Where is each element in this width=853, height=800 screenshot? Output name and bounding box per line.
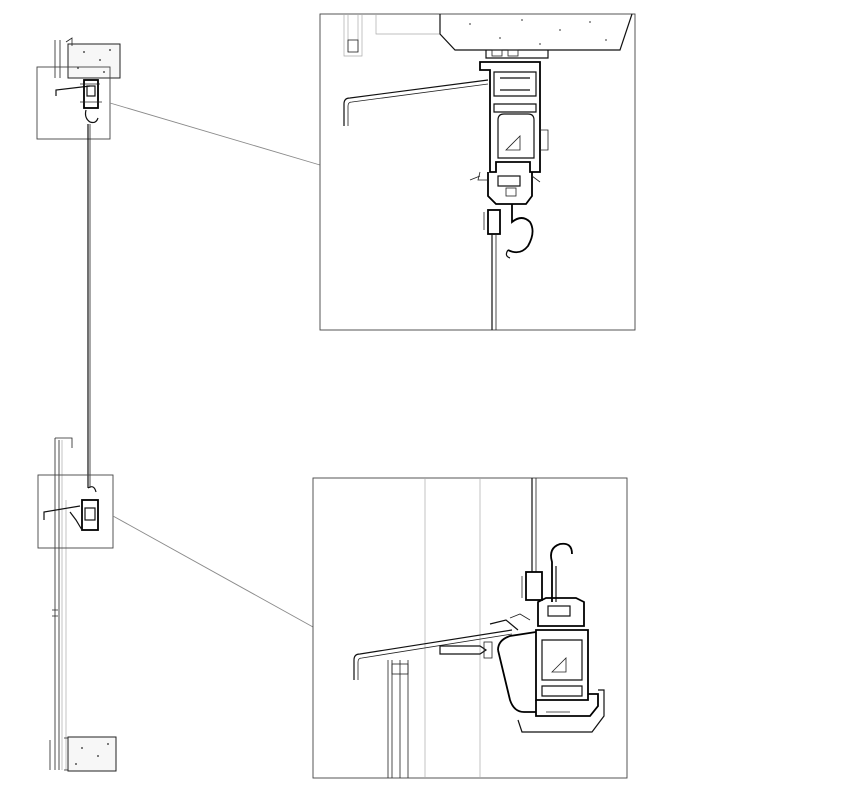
top-hardware [55,79,102,124]
lower-frame [49,437,73,770]
bottom-detail-frame [312,477,628,779]
overview-elevation [36,37,121,772]
vertical-cable [87,124,91,488]
bottom-detail [312,477,628,779]
bottom-slab [64,736,117,772]
bottom-hardware [43,486,99,531]
top-detail [319,13,636,331]
top-slab [54,37,121,79]
bottom-leader-line [112,515,314,628]
bottom-callout-box [37,474,114,549]
top-detail-frame [319,13,636,331]
top-leader-line [109,102,321,166]
